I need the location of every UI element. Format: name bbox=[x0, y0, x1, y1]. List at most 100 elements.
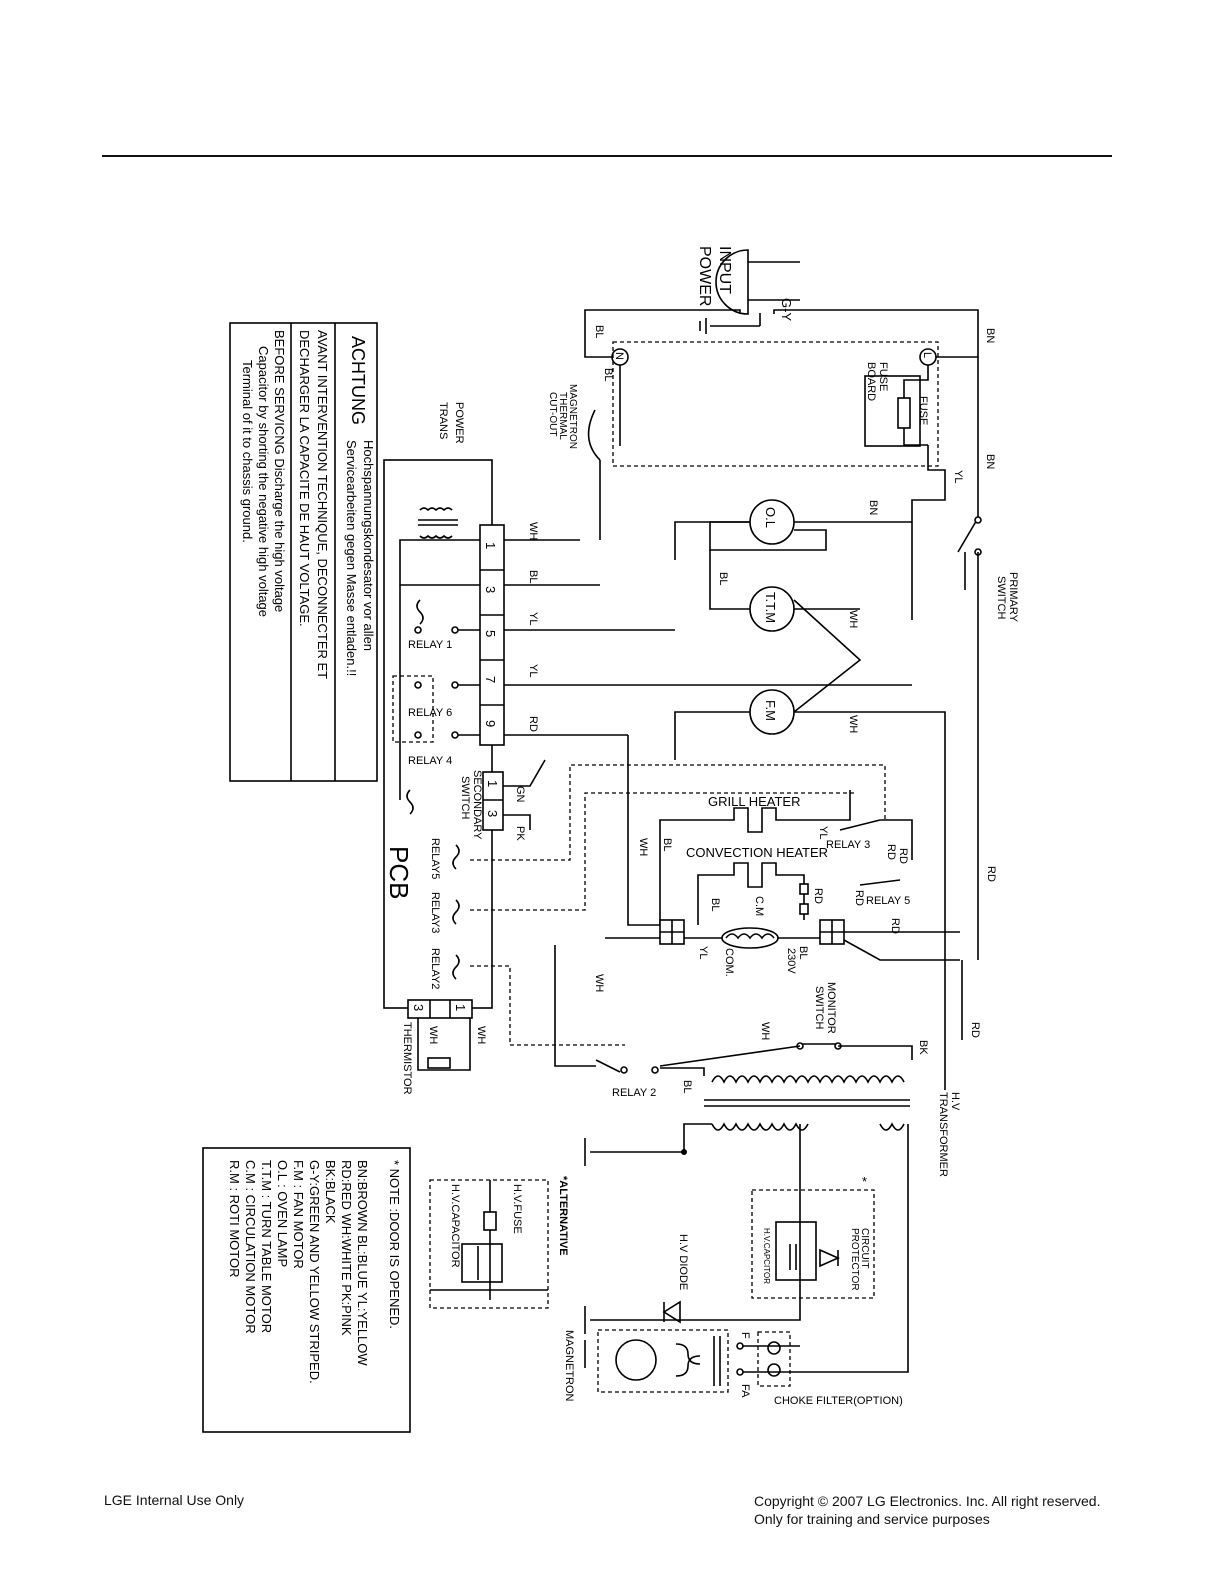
th-3: 3 bbox=[411, 1004, 426, 1011]
secondary-switch-1: SECONDARY bbox=[471, 770, 483, 840]
thermistor-label: THERMISTOR bbox=[401, 1022, 413, 1095]
pin-7: 7 bbox=[483, 676, 498, 683]
wire-label-rd-3: RD bbox=[897, 848, 909, 864]
legend-line-8: C.M : CIRCULATION MOTOR bbox=[243, 1160, 258, 1334]
hv-diode: H.V DIODE bbox=[662, 1234, 689, 1324]
legend-line-7: T.T.M : TURN TABLE MOTOR bbox=[259, 1160, 274, 1333]
wire-label-rd-6: RD bbox=[885, 844, 897, 860]
warning-title: ACHTUNG bbox=[348, 336, 368, 425]
magnetron-icon bbox=[615, 1339, 657, 1381]
top-rule bbox=[102, 155, 1112, 157]
wire-label-yl-3: YL bbox=[527, 664, 539, 677]
relay5-label: RELAY 5 bbox=[866, 895, 910, 907]
legend-line-4: G-Y:GREEN AND YELLOW STRIPED. bbox=[307, 1160, 322, 1384]
wire-label-bl-2: BL bbox=[602, 368, 614, 381]
hv-diode-icon bbox=[662, 1300, 681, 1324]
n-label: N bbox=[613, 352, 625, 360]
fuse-label: FUSE bbox=[917, 396, 929, 425]
legend-box: * NOTE :DOOR IS OPENED. BN:BROWN BL:BLUE… bbox=[202, 1147, 411, 1433]
ol-label: O.L bbox=[763, 507, 778, 528]
relay1-label: RELAY 1 bbox=[408, 639, 452, 651]
magnetron-label: MAGNETRON bbox=[563, 1330, 575, 1402]
wire-label-wh-7: WH bbox=[759, 1022, 771, 1040]
wire-label-bl-4: BL bbox=[527, 570, 539, 583]
hv-section: MONITOR SWITCH WH BK RD RELAY 2 WH BL bbox=[554, 945, 981, 1373]
wire-label-bn-1: BN bbox=[984, 328, 996, 343]
magnetron-thermal-cutout: MAGNETRON THERMAL CUT-OUT bbox=[547, 384, 601, 540]
hv-diode-label: H.V DIODE bbox=[677, 1234, 689, 1290]
fa-label: FA bbox=[739, 1384, 751, 1398]
hv-fuse-label: H.V.FUSE bbox=[511, 1184, 523, 1234]
motors: O.L T.T.M F.M BL WH WH bbox=[674, 499, 946, 1090]
circulation-motor-icon bbox=[725, 933, 775, 940]
v230-label: 230V bbox=[785, 948, 797, 974]
cm-label: C.M bbox=[753, 896, 765, 916]
hv-transformer-1: H.V bbox=[949, 1092, 961, 1111]
magnetron-block: MAGNETRON F FA CHOKE FILTER(OPTION) bbox=[563, 1329, 903, 1407]
th-1: 1 bbox=[453, 1004, 468, 1011]
circuit-protector-1: CIRCUIT bbox=[859, 1228, 870, 1269]
wire-label-rd-5: RD bbox=[889, 918, 901, 934]
heaters: GRILL HEATER CONVECTION HEATER RD YL REL… bbox=[470, 735, 997, 1046]
legend-line-3: BK:BLACK bbox=[323, 1160, 338, 1224]
warning-box: ACHTUNG Hochspannungskondesator vor alle… bbox=[229, 322, 378, 782]
warning-en-3: Terminal of it to chassis ground. bbox=[240, 360, 255, 543]
wire-label-yl-5: YL bbox=[697, 946, 709, 959]
monitor-switch-1: MONITOR bbox=[825, 982, 837, 1034]
legend-line-9: R.M : ROTI MOTOR bbox=[227, 1160, 242, 1277]
legend-line-1: BN:BROWN BL:BLUE YL:YELLOW bbox=[355, 1160, 370, 1366]
relay2-label: RELAY 2 bbox=[612, 1087, 656, 1099]
footer-internal-use: LGE Internal Use Only bbox=[104, 1492, 245, 1508]
protector-diode-icon bbox=[819, 1248, 840, 1268]
warning-fr-2: DECHARGER LA CAPACITE DE HAUT VOLTAGE. bbox=[297, 330, 312, 627]
hv-capcitor-label: H.V.CAPCITOR bbox=[762, 1228, 771, 1284]
fuse-board-2: BOARD bbox=[865, 362, 877, 401]
copyright-line: Copyright © 2007 LG Electronics. Inc. Al… bbox=[754, 1493, 1101, 1509]
training-line: Only for training and service purposes bbox=[754, 1511, 990, 1527]
wire-label-wh-1: WH bbox=[847, 610, 859, 628]
power-trans-1: POWER bbox=[453, 402, 465, 444]
primary-switch-1: PRIMARY bbox=[1007, 572, 1019, 623]
mag-cutout-3: CUT-OUT bbox=[547, 392, 558, 436]
wire-label-rd-7: RD bbox=[985, 866, 997, 882]
hv-capacitor-label: H.V.CAPACITOR bbox=[449, 1184, 461, 1268]
relay2v-label: RELAY2 bbox=[429, 948, 441, 989]
primary-switch: PRIMARY SWITCH bbox=[957, 516, 1019, 960]
pcb-block: POWER TRANS 1 3 5 7 9 bbox=[383, 402, 912, 1095]
com-label: COM. bbox=[723, 948, 735, 977]
relay4-label: RELAY 4 bbox=[408, 755, 452, 767]
choke-filter-label: CHOKE FILTER(OPTION) bbox=[774, 1395, 903, 1407]
terminal-pins: 1 3 5 7 9 bbox=[480, 542, 504, 727]
wire-label-bl-8: BL bbox=[681, 1080, 693, 1093]
relay5v-label: RELAY5 bbox=[429, 838, 441, 879]
hv-transformer-2: TRANSFORMER bbox=[937, 1092, 949, 1177]
legend-line-5: F.M : FAN MOTOR bbox=[291, 1160, 306, 1269]
alternative-label: *ALTERNATIVE bbox=[557, 1176, 569, 1256]
wire-label-rd-1: RD bbox=[527, 716, 539, 732]
star-label: * bbox=[862, 1174, 867, 1189]
sw-1: 1 bbox=[485, 780, 500, 787]
wire-label-wh-6: WH bbox=[637, 838, 649, 856]
wire-label-rd-4: RD bbox=[853, 890, 865, 906]
fuse-icon bbox=[897, 397, 911, 429]
wire-label-wh-3: WH bbox=[527, 522, 539, 540]
wire-label-bl-5: BL bbox=[797, 946, 809, 959]
monitor-switch-2: SWITCH bbox=[813, 986, 825, 1029]
fm-label: F.M bbox=[763, 700, 778, 721]
alternative-block: *ALTERNATIVE H.V.FUSE H.V.CAPACITOR bbox=[429, 1176, 569, 1309]
ttm-label: T.T.M bbox=[763, 592, 778, 623]
supply-wiring: N L BN BL BL FUSE BOARD FUSE BN YL BN bbox=[584, 309, 996, 620]
f-label: F bbox=[739, 1332, 751, 1339]
wire-label-yl-1: YL bbox=[952, 470, 964, 483]
l-label: L bbox=[921, 352, 933, 358]
secondary-switch-2: SWITCH bbox=[459, 776, 471, 819]
wire-label-bl-3: BL bbox=[717, 572, 729, 585]
legend-note: * NOTE :DOOR IS OPENED. bbox=[387, 1160, 402, 1329]
wire-label-bl-6: BL bbox=[709, 898, 721, 911]
relay6-label: RELAY 6 bbox=[408, 707, 452, 719]
pin-5: 5 bbox=[483, 630, 498, 637]
warning-fr-1: AVANT INTERVENTION TECHNIQUE, DECONNECTE… bbox=[315, 330, 330, 679]
input-power: INPUT POWER G-Y bbox=[696, 246, 800, 334]
pin-3: 3 bbox=[483, 586, 498, 593]
